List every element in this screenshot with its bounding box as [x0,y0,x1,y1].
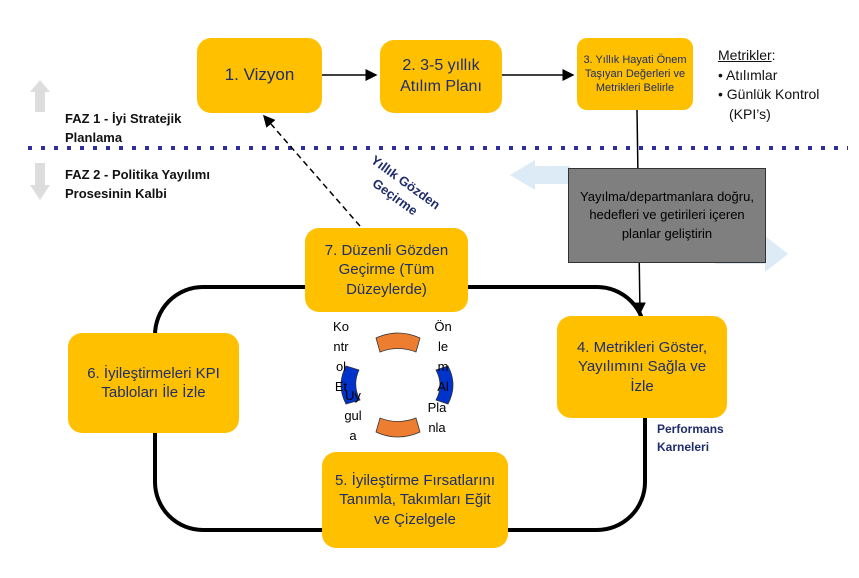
metrics-item: Günlük Kontrol (KPI’s) [726,86,820,122]
pdca-check: Ko ntr ol Et [333,319,349,395]
metrics-item: Atılımlar [726,66,778,83]
step-3-annual-metrics: 3. Yıllık Hayati Önem Taşıyan Değerleri … [577,38,693,110]
step-7-regular-review: 7. Düzenli Gözden Geçirme (Tüm Düzeylerd… [305,228,468,312]
scorecards-label: Performans Karneleri [657,422,724,454]
phase2-label: FAZ 2 - Politika Yayılımı Prosesinin Kal… [65,167,210,201]
pdca-act: Ön le m Al [434,319,452,395]
down-arrow-icon [30,163,50,200]
pdca-do: Uy gul a [344,388,362,444]
cycle-arc-top [375,332,421,353]
cycle-arc-right [435,365,454,405]
metrics-list: Metrikler: • Atılımlar • Günlük Kontrol … [718,47,820,122]
step-5-improvement: 5. İyileştirme Fırsatlarını Tanımla, Tak… [322,452,508,548]
step-2-breakthrough-plan: 2. 3-5 yıllık Atılım Planı [380,40,502,113]
cycle-arc-bottom [375,417,421,438]
phase1-label: FAZ 1 - İyi Stratejik Planlama [65,111,182,145]
step-4-show-metrics: 4. Metrikleri Göster, Yayılımını Sağla v… [557,316,727,418]
cycle-arc-left [340,365,361,405]
up-arrow-icon [30,80,50,112]
step-1-vision: 1. Vizyon [197,38,322,113]
step-6-kpi-monitor: 6. İyileştirmeleri KPI Tabloları İle İzl… [68,333,239,433]
pdca-plan: Pla nla [427,400,447,436]
deploy-plans-box: Yayılma/departmanlara doğru, hedefleri v… [568,168,766,263]
left-arrow-icon [510,160,570,190]
metrics-title: Metrikler [718,47,772,63]
